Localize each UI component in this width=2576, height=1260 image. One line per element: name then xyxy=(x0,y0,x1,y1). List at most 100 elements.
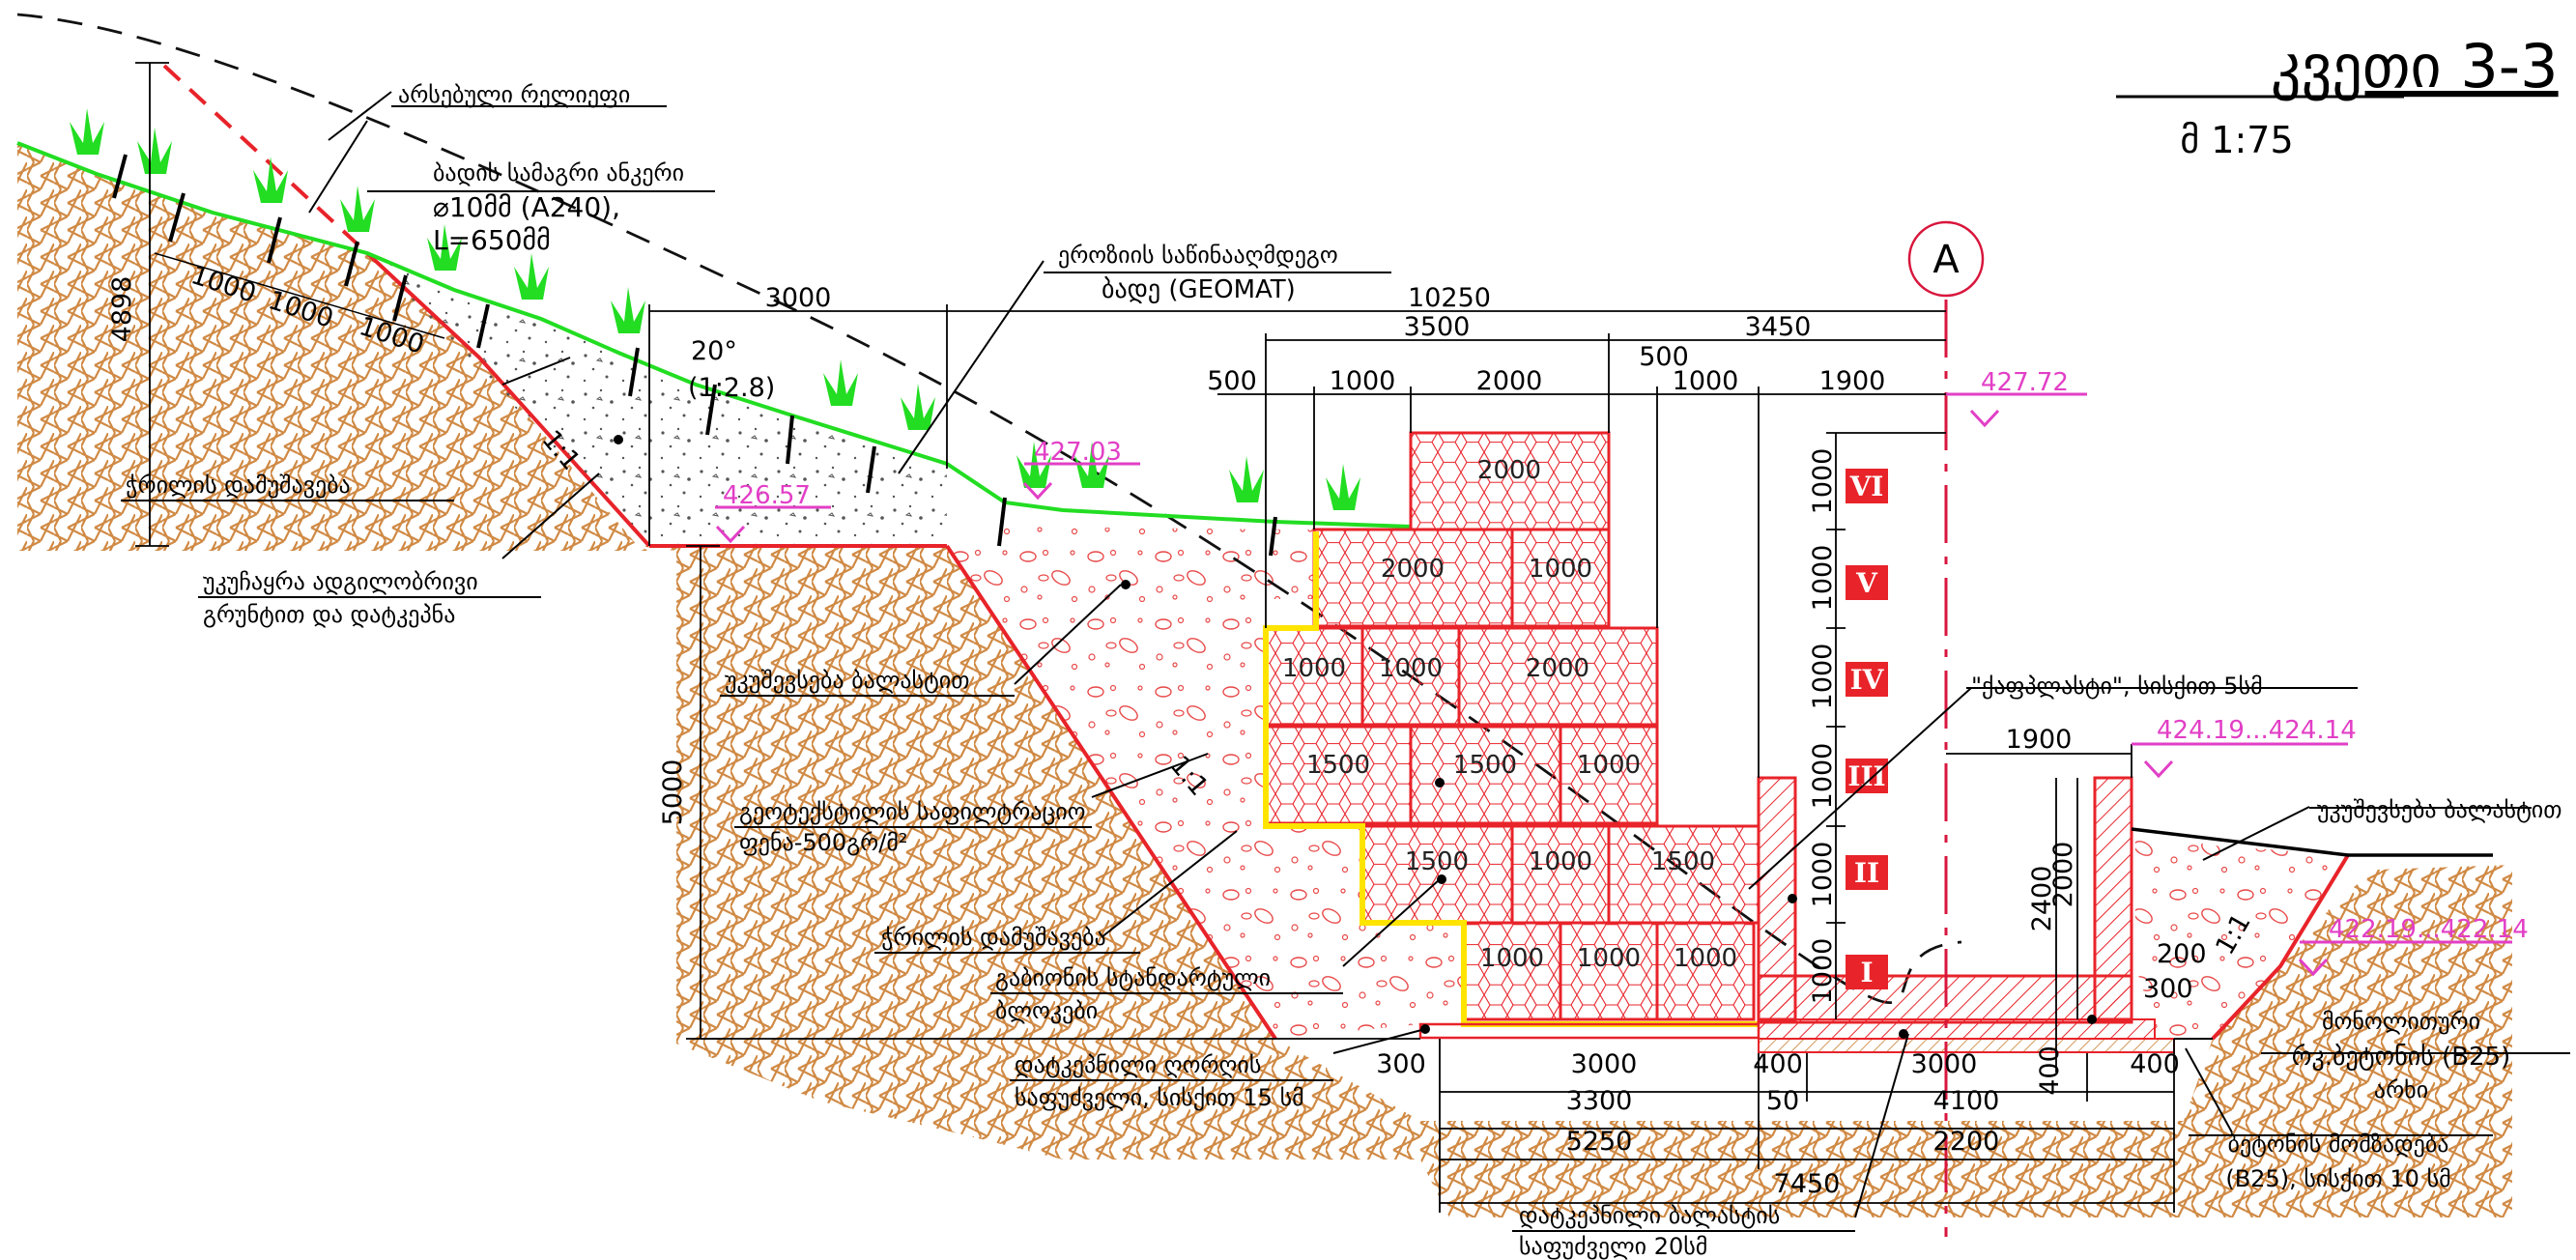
svg-text:500: 500 xyxy=(1207,366,1257,396)
slope-ratio-paren: (1:2.8) xyxy=(688,373,775,403)
svg-text:4898: 4898 xyxy=(107,276,137,343)
svg-text:500: 500 xyxy=(1639,342,1689,372)
label-geotextile-2: ფენა-500გრ/მ² xyxy=(739,829,907,856)
block-label: 1000 xyxy=(1480,944,1544,973)
elevation-texts: 427.72 427.03 426.57 424.19...424.14 422… xyxy=(723,368,2529,944)
svg-text:200: 200 xyxy=(2157,939,2207,969)
svg-text:3000: 3000 xyxy=(1911,1049,1978,1079)
local-soil-backfill xyxy=(367,253,947,546)
block-label: 1500 xyxy=(1453,751,1517,780)
cut-line-lower xyxy=(945,544,1277,1041)
svg-text:1000: 1000 xyxy=(1808,842,1838,908)
anchor-spacing-dims xyxy=(154,252,445,339)
label-asphalt: "ქაფპლასტი", სისქით 5სმ xyxy=(1971,673,2263,700)
svg-text:1000: 1000 xyxy=(1808,644,1838,710)
ballast-backfill-right xyxy=(2135,829,2348,1039)
block-label: 1000 xyxy=(1577,751,1641,780)
ballast-backfill-left xyxy=(947,527,1464,1039)
tier-markers: VI V IV III II I xyxy=(1846,469,1888,989)
svg-text:300: 300 xyxy=(1376,1049,1426,1079)
svg-text:400: 400 xyxy=(2130,1049,2180,1079)
block-labels: 2000 2000 1000 1000 1000 2000 1500 1500 … xyxy=(1282,456,1737,973)
svg-text:400: 400 xyxy=(2035,1045,2065,1096)
svg-text:4100: 4100 xyxy=(1933,1086,2000,1116)
svg-text:3000: 3000 xyxy=(765,283,832,313)
label-anchor-1: ბადის სამაგრი ანკერი xyxy=(433,159,684,186)
tier-IV: IV xyxy=(1850,664,1885,696)
section-scale: მ 1:75 xyxy=(2180,119,2293,161)
block-label: 2000 xyxy=(1477,456,1541,485)
annotations: არსებული რელიეფი ბადის სამაგრი ანკერი ⌀1… xyxy=(121,81,2562,1260)
gabion-blocks xyxy=(1264,431,1760,1021)
block-label: 2000 xyxy=(1381,555,1445,584)
svg-text:10250: 10250 xyxy=(1408,283,1491,313)
elevation-427-72: 427.72 xyxy=(1981,368,2069,397)
leader-lines xyxy=(308,91,2570,1218)
svg-text:1000: 1000 xyxy=(1808,545,1838,612)
label-channel-1: მონოლითური xyxy=(2322,1008,2480,1035)
svg-text:3300: 3300 xyxy=(1566,1086,1633,1116)
block-label: 1500 xyxy=(1405,847,1469,876)
svg-text:3450: 3450 xyxy=(1745,312,1812,342)
right-ground-surface xyxy=(2131,827,2493,857)
svg-text:1000: 1000 xyxy=(1673,366,1739,396)
vegetation-tufts xyxy=(70,108,1360,510)
block-label: 1500 xyxy=(1651,847,1715,876)
label-channel-2: რკ.ბეტონის (B25) xyxy=(2292,1043,2510,1072)
axis-a-bubble xyxy=(1907,220,1985,298)
svg-text:1900: 1900 xyxy=(2006,725,2073,755)
label-fill-1: უკუჩაყრა ადგილობრივი xyxy=(203,568,478,595)
svg-text:7450: 7450 xyxy=(1774,1169,1841,1199)
elevation-426-57: 426.57 xyxy=(723,481,811,510)
anchor-dashed-line xyxy=(162,64,369,255)
svg-text:400: 400 xyxy=(1753,1049,1803,1079)
svg-text:1000: 1000 xyxy=(1808,448,1838,515)
elevation-markers xyxy=(715,392,2512,977)
svg-text:3500: 3500 xyxy=(1404,312,1471,342)
svg-text:1900: 1900 xyxy=(1819,366,1886,396)
svg-text:3000: 3000 xyxy=(1571,1049,1638,1079)
label-erosion-2: ბადე (GEOMAT) xyxy=(1102,275,1296,304)
label-fill-2: გრუნტით და დატკეპნა xyxy=(203,601,455,628)
natural-ground-left-lower xyxy=(638,546,1420,1160)
slope-angle: 20° xyxy=(691,336,737,366)
block-label: 1000 xyxy=(1529,847,1592,876)
block-label: 1000 xyxy=(1529,555,1592,584)
label-geotextile-1: გეოტექსტილის საფილტრაციო xyxy=(739,798,1086,825)
tier-VI: VI xyxy=(1849,471,1884,502)
axis-a-label: A xyxy=(1932,238,1960,282)
svg-text:2200: 2200 xyxy=(1933,1127,2000,1157)
leader-dots xyxy=(614,435,2097,1039)
natural-ground-upper-left xyxy=(17,143,649,551)
label-gabion-1: გაბიონის სტანდარტული xyxy=(995,964,1271,991)
concrete-channel xyxy=(1757,776,2175,1053)
label-ballast-base-1: დატკეპნილი ბალასტის xyxy=(1519,1202,1780,1229)
existing-relief-line xyxy=(16,13,1962,1004)
svg-text:1000: 1000 xyxy=(1808,938,1838,1005)
label-existing-relief: არსებული რელიეფი xyxy=(398,81,630,108)
block-label: 1000 xyxy=(1379,654,1443,683)
svg-text:1000: 1000 xyxy=(1808,743,1838,810)
svg-text:300: 300 xyxy=(2143,974,2193,1004)
label-backfill-ballast-1: უკუშევსება ბალასტით xyxy=(725,667,969,694)
tier-V: V xyxy=(1855,567,1878,599)
svg-text:2000: 2000 xyxy=(1476,366,1543,396)
elevation-422-19: 422.19...422.14 xyxy=(2329,915,2529,944)
block-label: 1000 xyxy=(1577,944,1641,973)
block-label: 2000 xyxy=(1526,654,1589,683)
svg-text:5250: 5250 xyxy=(1566,1127,1633,1157)
dimension-lines xyxy=(135,62,2175,1213)
label-anchor-3: L=650მმ xyxy=(433,224,551,256)
label-base-2: საფუძველი, სისქით 15 სმ xyxy=(1015,1084,1304,1111)
label-ballast-base-2: საფუძველი 20სმ xyxy=(1519,1233,1707,1260)
elevation-427-03: 427.03 xyxy=(1034,438,1122,467)
geotextile-layer xyxy=(1263,531,1759,1027)
svg-text:1000: 1000 xyxy=(1330,366,1396,396)
block-label: 1000 xyxy=(1674,944,1737,973)
right-cut-line xyxy=(2211,853,2350,1041)
elevation-424-19: 424.19...424.14 xyxy=(2157,716,2357,745)
label-channel-3: არხი xyxy=(2374,1076,2428,1103)
block-label: 1000 xyxy=(1282,654,1346,683)
svg-text:50: 50 xyxy=(1766,1086,1799,1116)
